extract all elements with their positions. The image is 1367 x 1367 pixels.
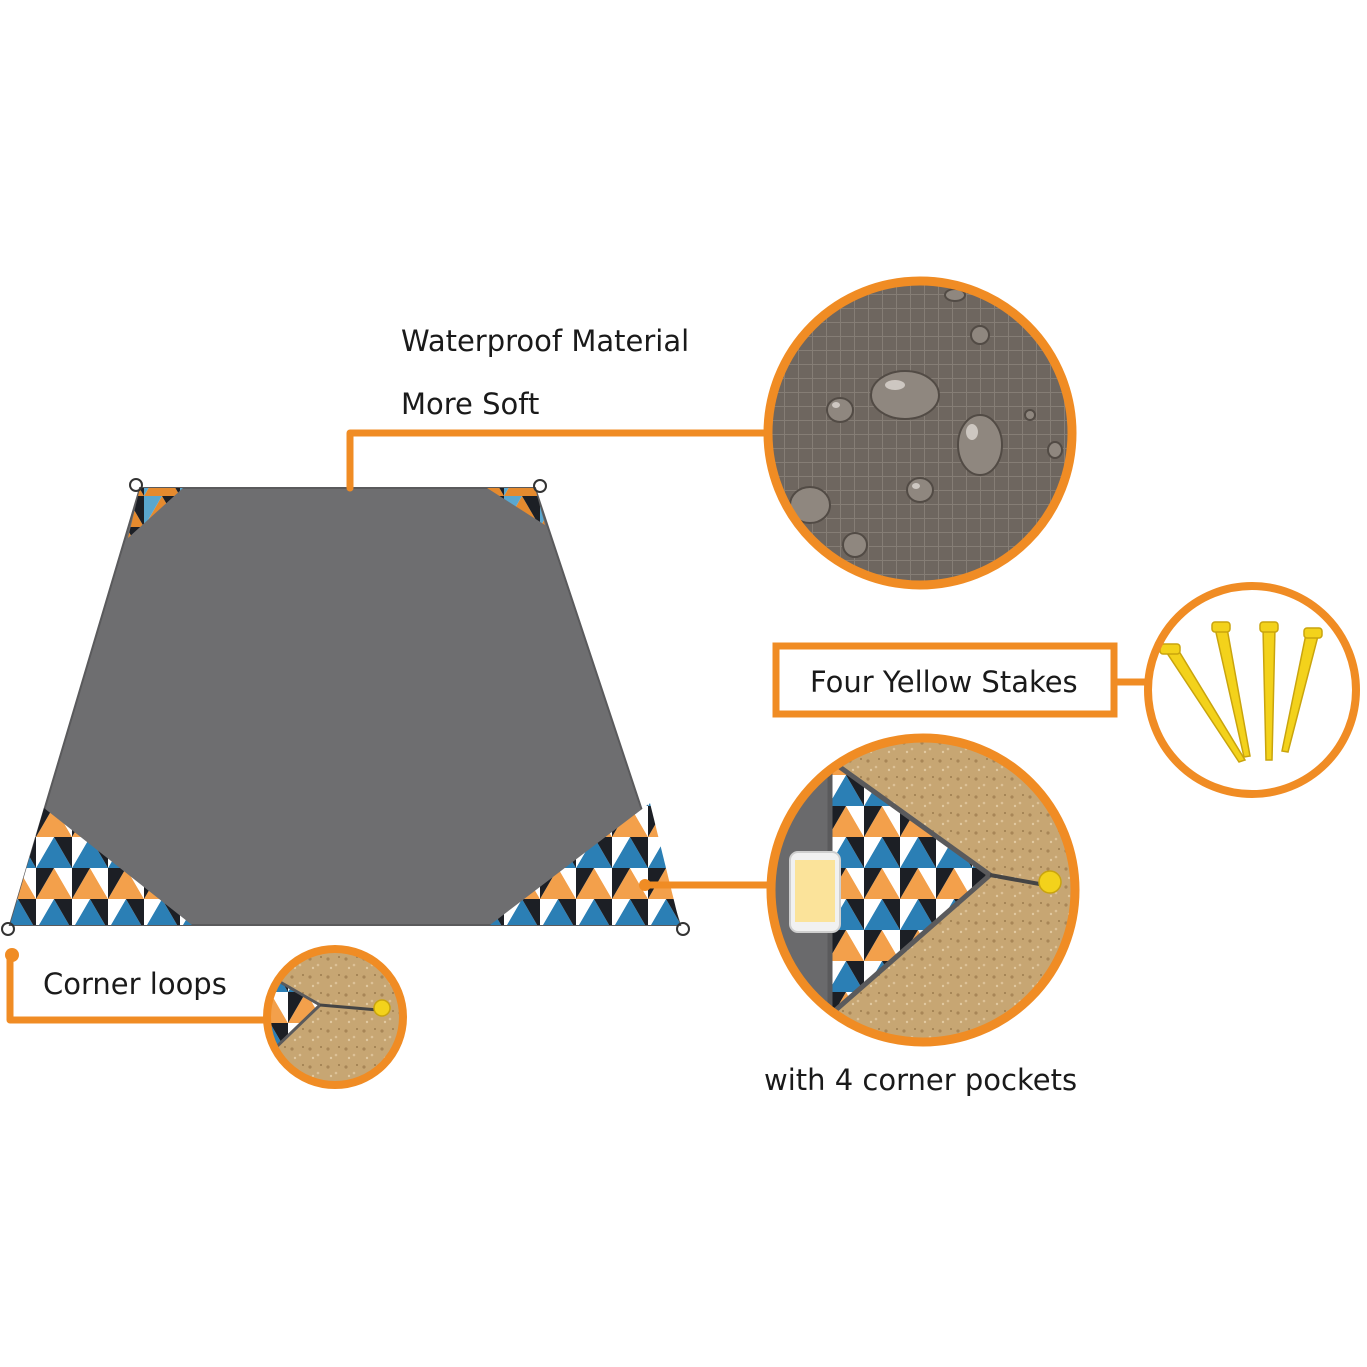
callout-lines (6, 429, 1156, 1024)
corner-loops-label: Corner loops (43, 967, 227, 1001)
waterproof-material-label: Waterproof Material (401, 324, 690, 358)
stakes-label-box (772, 642, 1118, 718)
loop-callout-line (6, 951, 274, 1024)
corner-loop-icon (263, 945, 407, 1089)
corner-pocket-icon (766, 733, 1080, 1047)
fabric-closeup-icon (763, 276, 1077, 590)
more-soft-label: More Soft (401, 387, 540, 421)
four-yellow-stakes-label: Four Yellow Stakes (810, 665, 1078, 699)
waterproof-callout-line (346, 429, 774, 492)
mat-diagram-icon (1, 478, 690, 936)
stakes-icon (1144, 582, 1360, 798)
corner-pockets-label: with 4 corner pockets (764, 1063, 1078, 1097)
